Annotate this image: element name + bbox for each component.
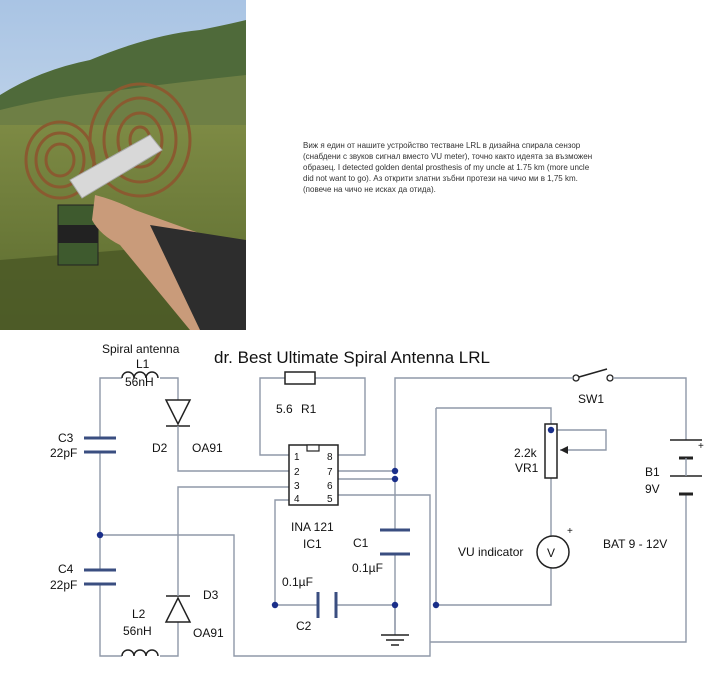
c2-name: C2 <box>296 619 312 633</box>
c4-name: C4 <box>58 562 74 576</box>
l2-name: L2 <box>132 607 146 621</box>
inductor-l2: L2 56nH <box>121 607 159 657</box>
battery-b1: + B1 9V BAT 9 - 12V <box>603 439 704 551</box>
description-line: Виж я един от нашите устройство тестване… <box>303 141 581 150</box>
sw1-name: SW1 <box>578 392 604 406</box>
ic-pin-3: 3 <box>294 481 300 492</box>
b1-value: 9V <box>645 482 660 496</box>
description-line: (снабдени с звуков сигнал вместо VU mete… <box>303 152 593 161</box>
ic1-name: IC1 <box>303 537 322 551</box>
c1-name: C1 <box>353 536 369 550</box>
capacitor-c2: 0.1µF C2 <box>282 575 338 633</box>
c3-value: 22pF <box>50 446 77 460</box>
battery-note: BAT 9 - 12V <box>603 537 667 551</box>
description-text: Виж я един от нашите устройство тестване… <box>303 140 693 195</box>
switch-sw1: SW1 <box>560 368 615 406</box>
c3-name: C3 <box>58 431 74 445</box>
wires <box>99 377 687 657</box>
inductor-l1: L1 56nH <box>121 357 159 389</box>
r1-name: R1 <box>301 402 317 416</box>
photo-illustration <box>0 0 246 330</box>
description-line: образец. I detected golden dental prosth… <box>303 163 590 172</box>
diode-d3: D3 OA91 <box>164 588 224 640</box>
ic-pin-2: 2 <box>294 467 300 478</box>
spiral-coil <box>24 82 192 200</box>
l2-value: 56nH <box>123 624 152 638</box>
c2-value: 0.1µF <box>282 575 313 589</box>
description-line: did not want to go). Аз открити златни з… <box>303 174 578 183</box>
d3-value: OA91 <box>193 626 224 640</box>
c4-value: 22pF <box>50 578 77 592</box>
potentiometer-vr1: 2.2k VR1 <box>514 423 568 479</box>
d2-name: D2 <box>152 441 168 455</box>
diode-d2: D2 OA91 <box>152 399 223 455</box>
ground-symbol <box>381 634 409 646</box>
spiral-antenna-label: Spiral antenna <box>102 342 180 356</box>
vu-indicator-label: VU indicator <box>458 545 523 559</box>
ic-pin-4: 4 <box>294 494 300 505</box>
capacitor-c1: C1 0.1µF <box>352 528 410 575</box>
vu-meter: V + VU indicator <box>458 526 573 569</box>
capacitor-c4: C4 22pF <box>50 562 116 592</box>
resistor-r1: 5.6 R1 <box>276 371 317 416</box>
ic-pin-7: 7 <box>327 467 333 478</box>
c1-value: 0.1µF <box>352 561 383 575</box>
d3-name: D3 <box>203 588 219 602</box>
meter-symbol: V <box>547 546 555 560</box>
ic-pin-1: 1 <box>294 452 300 463</box>
junction-dots <box>96 426 555 609</box>
vr1-name: VR1 <box>515 461 539 475</box>
ic-pin-5: 5 <box>327 494 333 505</box>
d2-value: OA91 <box>192 441 223 455</box>
description-line: (повече на чичо не исках да отида). <box>303 185 436 194</box>
capacitor-c3: C3 22pF <box>50 431 116 460</box>
b1-name: B1 <box>645 465 660 479</box>
ic1-part: INA 121 <box>291 520 334 534</box>
ic-pin-8: 8 <box>327 452 333 463</box>
schematic-title: dr. Best Ultimate Spiral Antenna LRL <box>214 348 490 367</box>
meter-plus: + <box>567 526 573 537</box>
l1-name: L1 <box>136 357 150 371</box>
r1-value: 5.6 <box>276 402 293 416</box>
vr1-value: 2.2k <box>514 446 538 460</box>
l1-value: 56nH <box>125 375 154 389</box>
ic-pin-6: 6 <box>327 481 333 492</box>
device-photo <box>0 0 246 330</box>
circuit-schematic: dr. Best Ultimate Spiral Antenna LRL Spi… <box>50 342 704 657</box>
ic1-ina121: 1 2 3 4 5 6 7 8 INA 121 IC1 <box>288 444 339 551</box>
battery-plus: + <box>698 441 704 452</box>
